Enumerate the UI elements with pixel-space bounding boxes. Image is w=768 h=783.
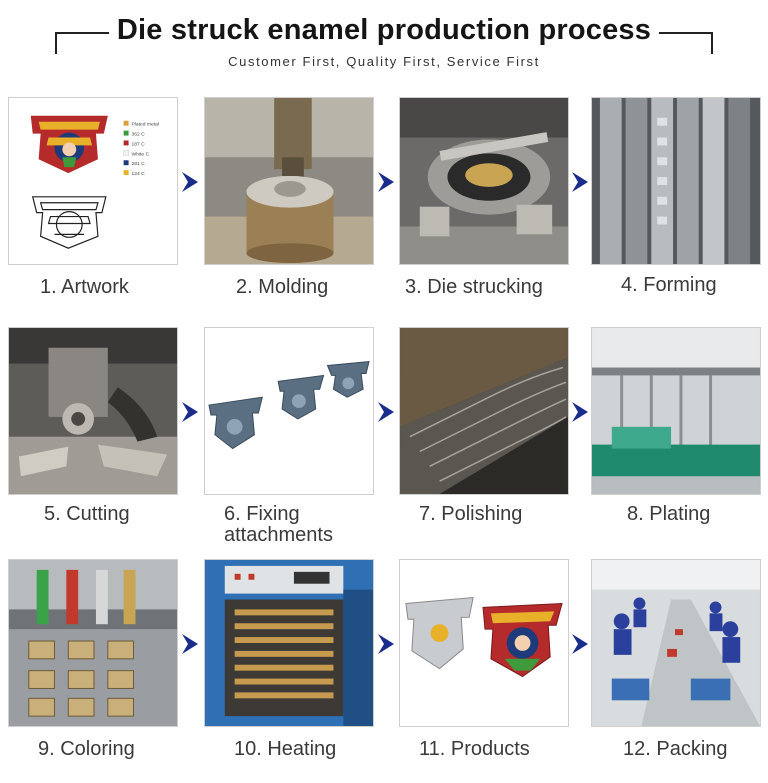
svg-text:White C: White C [132, 151, 150, 157]
step-label: 9. Coloring [38, 738, 135, 760]
svg-text:124 C: 124 C [132, 171, 146, 177]
arrow-right-icon [376, 633, 396, 655]
step-label: 6. Fixing attachments [224, 503, 333, 546]
step-label: 2. Molding [236, 276, 329, 298]
cutting-image [8, 327, 178, 495]
step-label: 5. Cutting [44, 503, 130, 525]
products-image [399, 559, 569, 727]
arrow-right-icon [180, 401, 200, 423]
step-label: 7. Polishing [419, 503, 523, 525]
coloring-image [8, 559, 178, 727]
step-label: 10. Heating [234, 738, 337, 760]
arrow-right-icon [570, 171, 590, 193]
heating-image [204, 559, 374, 727]
polishing-image [399, 327, 569, 495]
step-label: 1. Artwork [40, 276, 129, 298]
svg-text:187 C: 187 C [132, 141, 146, 147]
packing-image [591, 559, 761, 727]
arrow-right-icon [376, 171, 396, 193]
arrow-right-icon [570, 633, 590, 655]
die-strucking-image [399, 97, 569, 265]
fixing-attachments-image [204, 327, 374, 495]
plating-image [591, 327, 761, 495]
molding-image [204, 97, 374, 265]
arrow-right-icon [570, 401, 590, 423]
forming-image [591, 97, 761, 265]
svg-text:281 C: 281 C [132, 161, 146, 167]
step-label: 8. Plating [627, 503, 711, 525]
step-label: 12. Packing [623, 738, 728, 760]
badge-outline-drawing [31, 196, 107, 249]
page-subtitle: Customer First, Quality First, Service F… [228, 54, 540, 69]
header-left-bracket [55, 32, 109, 54]
step-label: 3. Die strucking [405, 276, 543, 298]
svg-text:362 C: 362 C [132, 132, 146, 138]
svg-text:Plated metal: Plated metal [132, 122, 159, 128]
badge-color-drawing [30, 115, 108, 174]
arrow-right-icon [180, 171, 200, 193]
header-right-bracket [659, 32, 713, 54]
page-header: Die struck enamel production process Cus… [0, 0, 768, 80]
step-label: 4. Forming [621, 274, 717, 296]
artwork-image: Plated metal 362 C 187 C White C 281 C 1… [8, 97, 178, 265]
arrow-right-icon [376, 401, 396, 423]
step-label: 11. Products [419, 738, 530, 760]
color-legend: Plated metal 362 C 187 C White C 281 C 1… [123, 120, 159, 177]
page-title: Die struck enamel production process [116, 14, 652, 46]
arrow-right-icon [180, 633, 200, 655]
